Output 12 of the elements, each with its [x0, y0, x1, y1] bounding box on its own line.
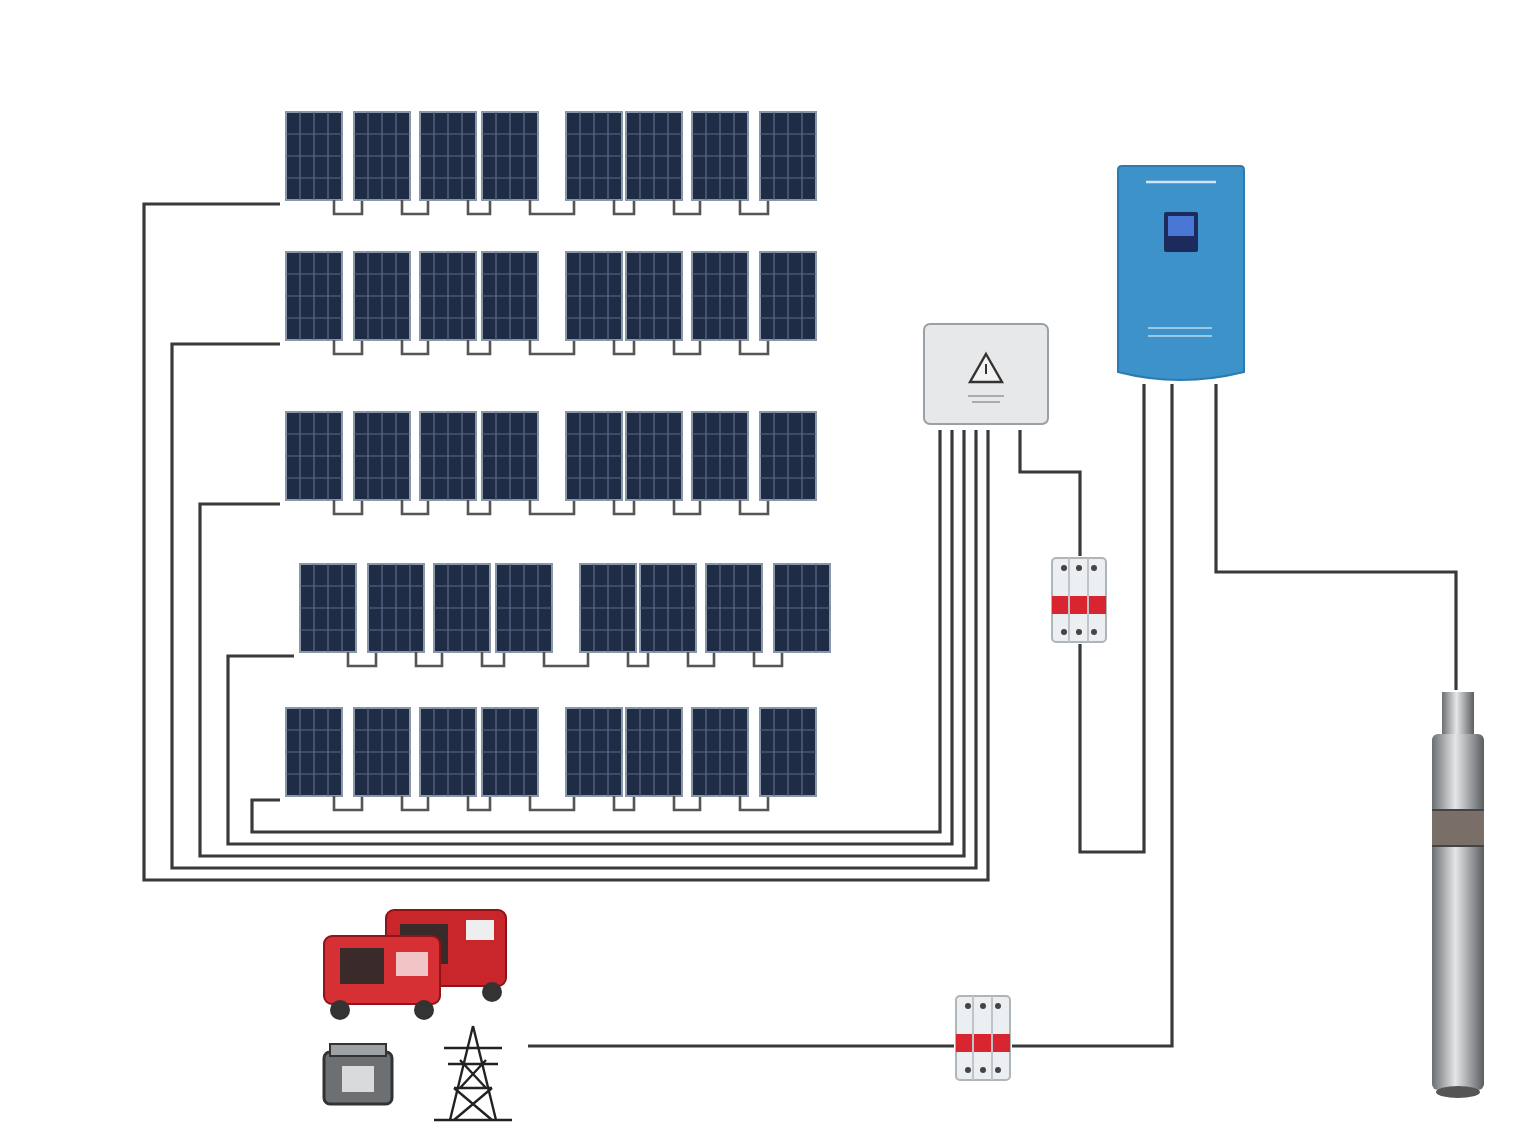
- cable: [1214, 384, 1458, 690]
- cable: [142, 202, 990, 882]
- combiner-box: [920, 320, 1052, 430]
- pump-inverter: [1116, 164, 1246, 384]
- cable: [1018, 430, 1082, 556]
- circuit-breaker: [1050, 556, 1108, 644]
- cable: [1078, 384, 1146, 854]
- battery-drawing: [320, 1040, 396, 1108]
- cable: [1012, 384, 1174, 1048]
- cable: [528, 1044, 954, 1048]
- cable: [170, 342, 978, 870]
- circuit-breaker: [954, 994, 1012, 1082]
